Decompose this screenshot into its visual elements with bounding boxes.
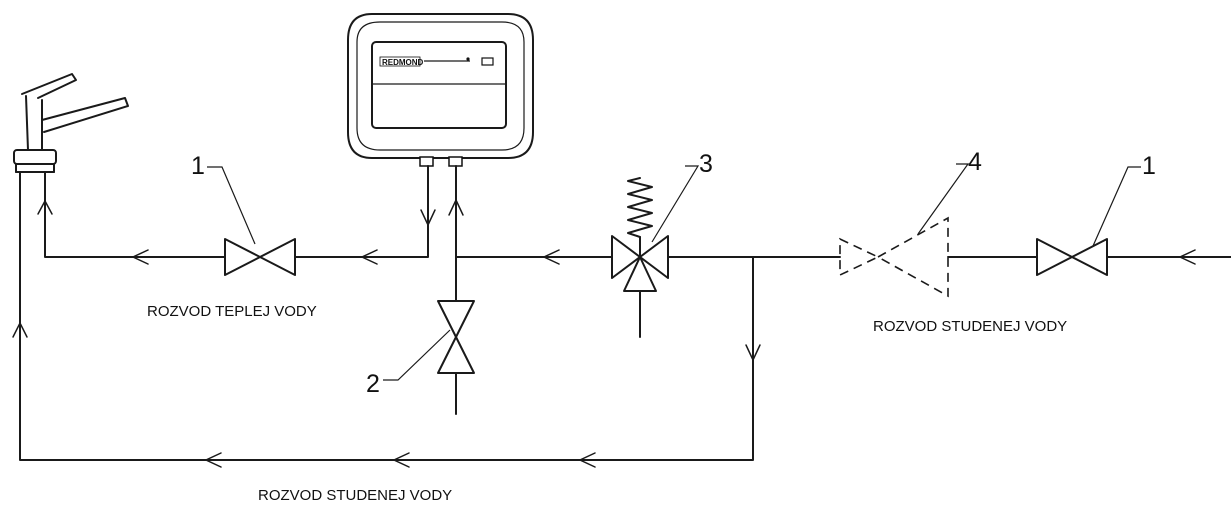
- callout-reducer: 4: [968, 148, 982, 176]
- shutoff-valve-right: [1036, 238, 1108, 276]
- flow-arrows: [12, 198, 1196, 468]
- label-cold-distribution-bottom: ROZVOD STUDENEJ VODY: [258, 487, 452, 504]
- callout-leaders: [207, 163, 1141, 381]
- heater-panel-text: REDMOND: [382, 58, 424, 67]
- heater-button: [481, 57, 494, 66]
- drain-valve: [437, 300, 475, 374]
- heater-control-panel: [371, 41, 507, 129]
- faucet: [13, 73, 129, 173]
- label-hot-distribution: ROZVOD TEPLEJ VODY: [147, 303, 317, 320]
- label-cold-distribution-right: ROZVOD STUDENEJ VODY: [873, 318, 1067, 335]
- heater-hot-outlet: [419, 156, 434, 167]
- heater-display: [379, 56, 421, 67]
- heater-indicator-light: [466, 57, 470, 61]
- heater-cold-inlet: [448, 156, 463, 167]
- callout-safety-valve: 3: [699, 150, 713, 178]
- safety-valve: [611, 177, 669, 338]
- water-heater: REDMOND: [347, 13, 534, 167]
- shutoff-valve-left: [224, 238, 296, 276]
- callout-valve-right: 1: [1142, 152, 1156, 180]
- hot-water-pipe: [44, 165, 429, 258]
- callout-valve-left: 1: [191, 152, 205, 180]
- callout-drain-valve: 2: [366, 370, 380, 398]
- pressure-reducer: [839, 216, 949, 298]
